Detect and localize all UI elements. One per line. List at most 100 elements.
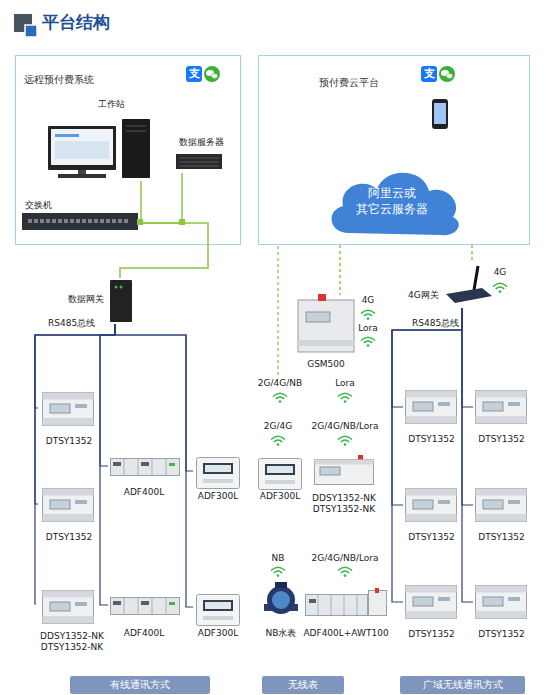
network-line (141, 173, 182, 223)
signal-label: RS485总线 (48, 318, 95, 329)
node-label: ADF300L (181, 491, 255, 503)
signal-label: Lora (335, 378, 355, 389)
wireless-link (339, 245, 341, 295)
network-line (140, 181, 142, 223)
node-label: 4G网关 (408, 290, 439, 302)
meter-illustration (476, 489, 527, 522)
node-label: 交换机 (25, 200, 52, 212)
node-label: DTSY1352 (26, 436, 112, 448)
energy-meter: DTSY1352 (473, 388, 530, 446)
wifi-symbol (271, 567, 285, 577)
meter-illustration (43, 393, 94, 426)
signal-label: 2G/4G/NB (258, 378, 302, 389)
network-switch (22, 213, 138, 230)
node-label: DTSY1352 (391, 629, 472, 641)
meter-illustration (111, 459, 180, 476)
energy-meter: ADF400L (108, 455, 180, 499)
title-icon (25, 25, 37, 37)
data-gateway: 数据网关 (68, 278, 133, 324)
wechat-icon (439, 66, 455, 82)
meter-illustration (111, 598, 180, 615)
energy-meter: ADF300L (193, 455, 243, 503)
node-label: ADF300L (243, 491, 317, 503)
energy-meter: DTSY1352 (473, 486, 530, 544)
wireless-link (471, 245, 473, 262)
wechat-icon (204, 66, 220, 82)
alipay-icon (186, 66, 202, 82)
meter-illustration (197, 458, 240, 489)
monitor-screen (51, 129, 113, 165)
wifi-symbol (273, 393, 287, 403)
node-label: 数据服务器 (166, 137, 236, 149)
node-label: 无线表 (262, 678, 344, 691)
wifi-symbol (493, 283, 507, 293)
wifi-symbol (338, 436, 352, 446)
tower-detail (126, 126, 146, 131)
signal-label: 2G/4G/NB/Lora (312, 553, 379, 564)
screen-panel (55, 141, 109, 159)
node-label: ADF400L (96, 487, 192, 499)
node-label: DDSY1352-NK DTSY1352-NK (296, 493, 392, 516)
phone-screen (434, 103, 446, 124)
rs485-bus (462, 308, 473, 505)
cloud-platform-panel: 预付费云平台阿里云或 其它云服务器 (258, 55, 530, 245)
energy-meter: DTSY1352 (38, 486, 100, 544)
page-title: 平台结构 (42, 11, 110, 34)
rs485-bus (392, 308, 462, 407)
lcd-window (306, 312, 330, 322)
wifi-symbol (271, 436, 285, 446)
rs485-bus (35, 324, 115, 408)
water-meter-illustration (264, 582, 298, 614)
gsm-device (298, 300, 354, 352)
wifi-symbol (338, 567, 352, 577)
4g-gateway: 4G网关 (408, 262, 500, 308)
antenna (318, 294, 326, 301)
rs485-bus (100, 324, 115, 466)
energy-meter: ADF400L (108, 594, 180, 640)
category-band: 有线通讯方式 (70, 676, 210, 694)
energy-meter: DDSY1352-NK DTSY1352-NK (36, 586, 108, 654)
node-label: 广域无线通讯方式 (400, 678, 525, 691)
energy-meter: DTSY1352 (473, 583, 530, 641)
payment-icon-glyph: 支 (189, 67, 200, 80)
node-label: 数据网关 (68, 294, 104, 306)
led (115, 286, 118, 289)
computer-tower (122, 119, 150, 178)
server-detail (179, 158, 219, 166)
category-band: 广域无线通讯方式 (400, 676, 525, 694)
meter-illustration (315, 455, 374, 485)
node-label: DTSY1352 (391, 532, 472, 544)
energy-meter: ADF300L (255, 456, 305, 503)
alipay-icon (421, 66, 437, 82)
rs485-bus (35, 324, 115, 604)
wifi-symbol (361, 310, 375, 320)
rs485-bus (392, 308, 462, 602)
rs485-bus (115, 324, 193, 607)
node-label: ADF400L (96, 628, 192, 640)
node-label: ADF300L (181, 628, 255, 640)
node-label: 有线通讯方式 (70, 678, 210, 691)
energy-meter: ADF400L+AWT100 (300, 585, 392, 640)
node-label: DTSY1352 (26, 532, 112, 544)
node-label: GSM500 (283, 359, 369, 371)
signal-label: RS485总线 (412, 318, 459, 329)
energy-meter: DTSY1352 (403, 583, 460, 641)
led (120, 286, 123, 289)
data-server: 数据服务器 (171, 137, 231, 173)
junction-mark (179, 219, 185, 225)
antenna (474, 266, 478, 290)
node-label: ADF400L+AWT100 (288, 628, 404, 640)
energy-meter: DTSY1352 (403, 486, 460, 544)
node-label: DTSY1352 (391, 434, 472, 446)
node-label: DTSY1352 (461, 434, 542, 446)
gsm-gateway: GSM500 (295, 295, 357, 371)
meter-illustration (259, 459, 302, 490)
signal-label: 4G (494, 267, 507, 278)
meter-illustration (43, 489, 94, 522)
energy-meter: DDSY1352-NK DTSY1352-NK (308, 452, 380, 516)
energy-meter: ADF300L (193, 591, 243, 640)
screen-bar (55, 134, 79, 137)
